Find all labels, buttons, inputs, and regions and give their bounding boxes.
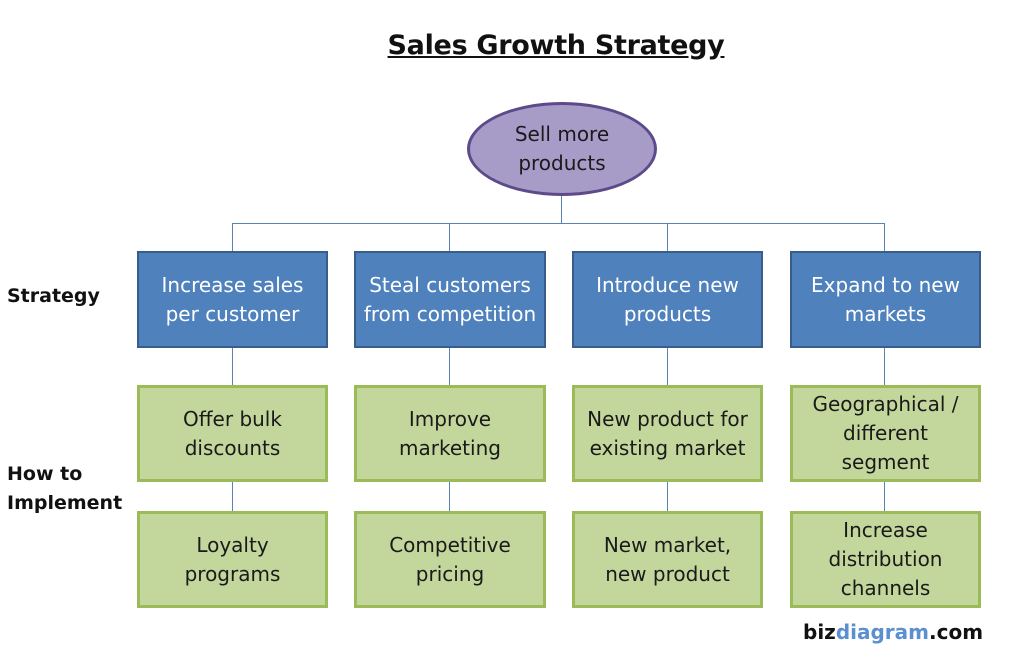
- implementation-box: Competitive pricing: [354, 511, 546, 608]
- connector-col3: [667, 223, 668, 251]
- connector-col3-a: [667, 347, 668, 385]
- implementation-box: Loyalty programs: [137, 511, 328, 608]
- connector-col4: [884, 223, 885, 251]
- brand-part1: biz: [803, 620, 836, 644]
- implementation-box: New market, new product: [572, 511, 763, 608]
- connector-root-down: [561, 196, 562, 224]
- strategy-box: Increase sales per customer: [137, 251, 328, 348]
- brand-watermark: bizdiagram.com: [803, 620, 983, 644]
- strategy-box: Steal customers from competition: [354, 251, 546, 348]
- root-line1: Sell more: [514, 122, 610, 146]
- brand-part3: .com: [929, 620, 984, 644]
- implementation-box: Geographical / different segment: [790, 385, 981, 482]
- connector-col2-a: [449, 347, 450, 385]
- implementation-box: New product for existing market: [572, 385, 763, 482]
- strategy-box: Introduce new products: [572, 251, 763, 348]
- implementation-box: Offer bulk discounts: [137, 385, 328, 482]
- connector-col3-b: [667, 481, 668, 511]
- diagram-title: Sales Growth Strategy: [387, 30, 725, 61]
- row-label-strategy: Strategy: [7, 285, 100, 307]
- connector-horizontal: [232, 223, 885, 224]
- connector-col1-a: [232, 347, 233, 385]
- row-label-implement-line1: How to: [7, 463, 83, 485]
- strategy-box: Expand to new markets: [790, 251, 981, 348]
- implementation-box: Increase distribution channels: [790, 511, 981, 608]
- connector-col4-b: [884, 481, 885, 511]
- connector-col2: [449, 223, 450, 251]
- connector-col1: [232, 223, 233, 251]
- brand-part2: diagram: [835, 620, 929, 644]
- connector-col2-b: [449, 481, 450, 511]
- root-line2: products: [518, 151, 606, 175]
- connector-col4-a: [884, 347, 885, 385]
- implementation-box: Improve marketing: [354, 385, 546, 482]
- root-goal-node: Sell more products: [467, 102, 657, 196]
- connector-col1-b: [232, 481, 233, 511]
- row-label-implement-line2: Implement: [7, 492, 123, 514]
- row-label-how-to-implement: How to Implement: [7, 460, 122, 518]
